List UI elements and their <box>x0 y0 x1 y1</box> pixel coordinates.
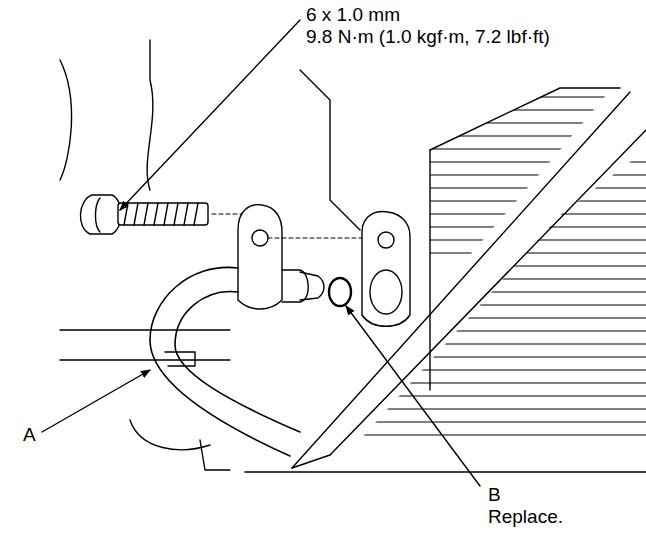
callout-letter: B <box>487 484 502 506</box>
note-label: Replace. <box>487 506 564 528</box>
torque-label: 9.8 N·m (1.0 kgf·m, 7.2 lbf·ft) <box>305 26 551 48</box>
callout-letter: A <box>22 424 37 446</box>
dimension-label: 6 x 1.0 mm <box>305 4 401 26</box>
